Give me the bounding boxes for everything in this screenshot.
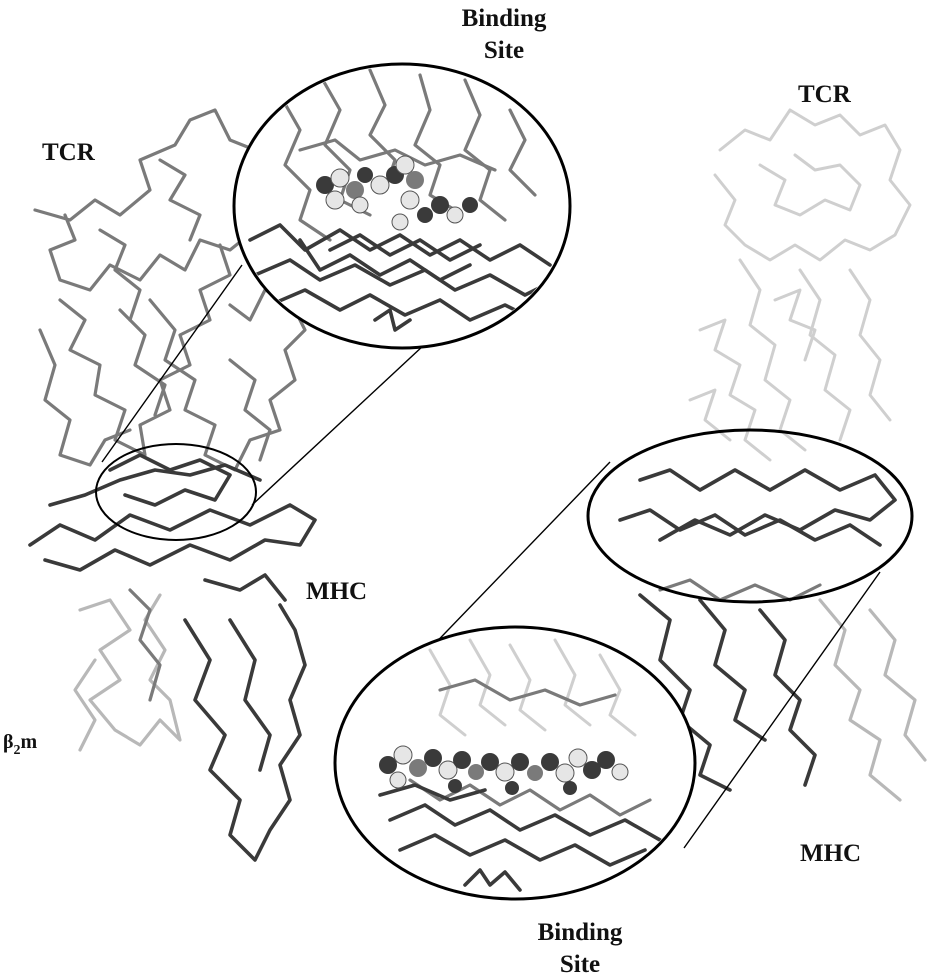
label-left-mhc: MHC: [306, 578, 367, 605]
zoom-line-top-left: [102, 265, 242, 462]
top-binding-site-zoom: [234, 64, 570, 348]
label-b2m-subscript: 2: [14, 743, 21, 758]
label-bottom-binding-site-line1: Binding: [538, 919, 623, 946]
label-left-b2m: β2m: [3, 731, 38, 758]
label-b2m-beta: β: [3, 731, 14, 753]
bottom-binding-site-zoom: [335, 627, 695, 899]
label-top-binding-site-line1: Binding: [462, 5, 547, 32]
right-tcr-backbone: [690, 110, 910, 460]
label-b2m-m: m: [21, 731, 38, 753]
left-mhc-backbone: [30, 455, 315, 860]
label-bottom-binding-site-line2: Site: [560, 951, 600, 978]
label-right-tcr: TCR: [798, 81, 852, 108]
left-b2m-backbone: [75, 590, 180, 750]
label-left-tcr: TCR: [42, 139, 96, 166]
label-right-mhc: MHC: [800, 840, 861, 867]
label-top-binding-site-line2: Site: [484, 37, 524, 64]
top-zoom-ellipse: [234, 64, 570, 348]
